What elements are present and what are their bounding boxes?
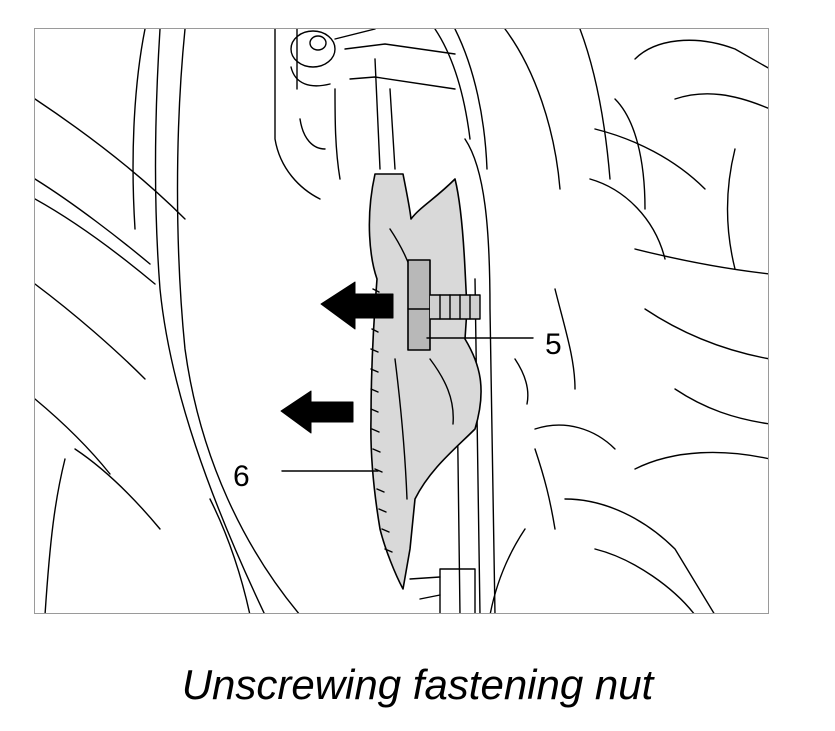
part-6-bracket (368, 173, 482, 590)
upper-bracket (274, 29, 456, 200)
figure-caption: Unscrewing fastening nut (181, 661, 654, 708)
illustration-frame (34, 28, 769, 614)
callout-5: 5 (545, 328, 562, 361)
left-arrow-icon (280, 390, 354, 434)
part-5-nut (407, 259, 481, 351)
left-arrow-icon (320, 281, 394, 330)
line-drawing (35, 29, 768, 613)
body-contour-lines (35, 29, 300, 613)
callout-6: 6 (233, 460, 250, 493)
strut-assembly (409, 29, 768, 613)
